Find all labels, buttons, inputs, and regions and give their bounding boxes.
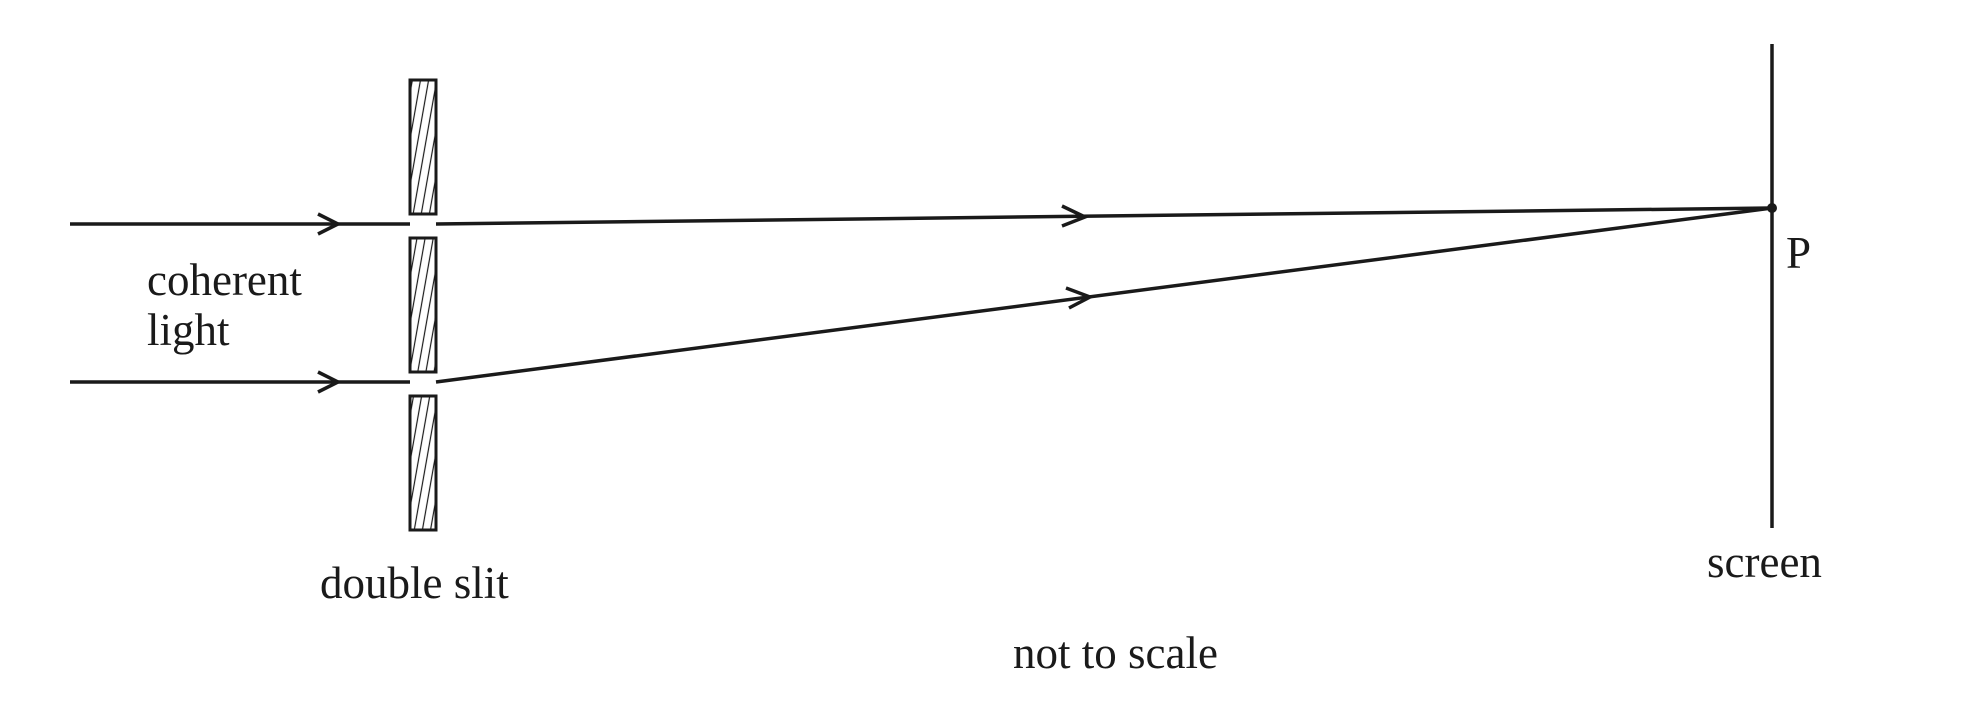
diffracted-rays (435, 204, 1773, 384)
double-slit-barrier (408, 78, 438, 532)
coherent-light-label-line2: light (147, 305, 230, 355)
point-p-label: P (1786, 228, 1812, 278)
not-to-scale-note: not to scale (1013, 628, 1218, 678)
slit-block-bottom (408, 394, 438, 532)
ray-upper-arrowhead (1061, 204, 1090, 228)
double-slit-label: double slit (320, 558, 509, 608)
incident-ray-lower-arrowhead (317, 370, 342, 394)
screen-label: screen (1707, 537, 1822, 587)
slit-block-middle (408, 236, 438, 374)
ray-lower-slit-to-p (435, 206, 1773, 384)
slit-block-top (408, 78, 438, 216)
coherent-light-label-line1: coherent (147, 255, 302, 305)
point-p-marker (1767, 203, 1777, 213)
ray-upper-slit-to-p (435, 206, 1773, 226)
incident-ray-upper-arrowhead (317, 212, 342, 236)
ray-lower-arrowhead (1065, 286, 1095, 310)
incident-light-rays (70, 212, 410, 394)
